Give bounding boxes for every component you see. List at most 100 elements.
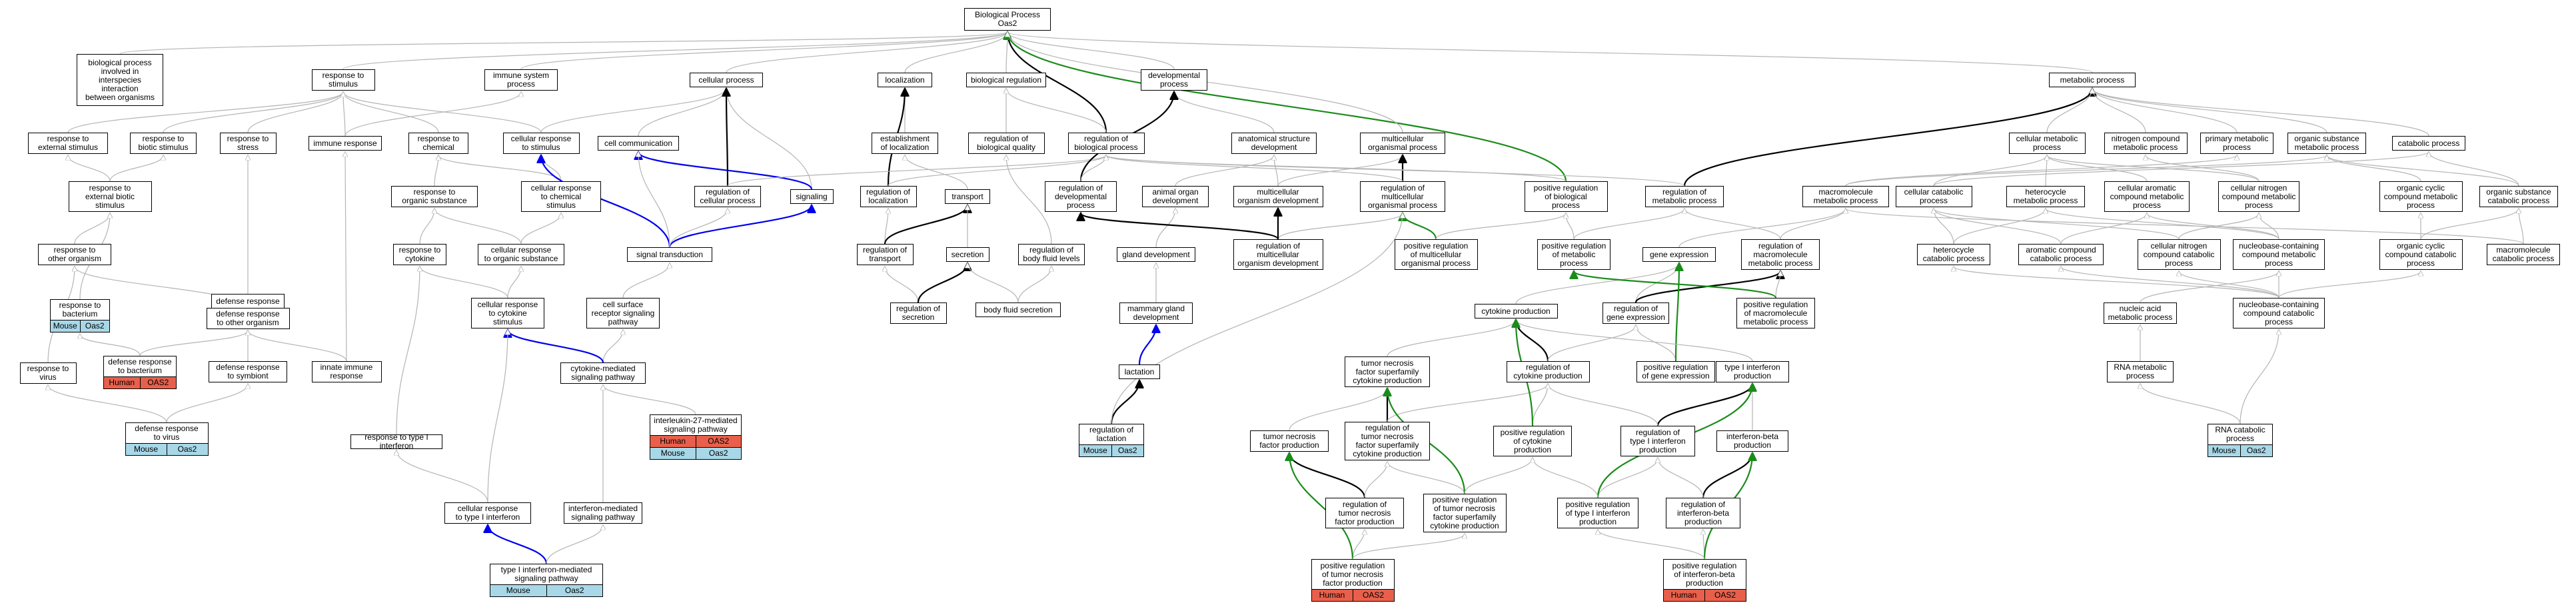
- go-term-t1ip[interactable]: type I interferon production: [1716, 361, 1789, 382]
- go-term-rtnfsf[interactable]: regulation of tumor necrosis factor supe…: [1345, 422, 1430, 460]
- go-term-ifnbp[interactable]: interferon-beta production: [1716, 430, 1788, 452]
- go-term-gd[interactable]: gland development: [1117, 247, 1195, 262]
- go-term-drs[interactable]: defense response to symbiont: [209, 361, 287, 382]
- go-term-ncccp[interactable]: nucleobase-containing compound catabolic…: [2233, 298, 2325, 328]
- go-term-prifnb[interactable]: positive regulation of interferon-beta p…: [1662, 559, 1746, 590]
- go-term-rstr[interactable]: response to stress: [219, 133, 277, 154]
- go-term-osmp[interactable]: organic substance metabolic process: [2287, 133, 2366, 154]
- go-term-rt1ip[interactable]: regulation of type I interferon producti…: [1620, 426, 1695, 456]
- go-term-rtr[interactable]: regulation of transport: [856, 244, 914, 265]
- go-term-rmod[interactable]: regulation of multicellular organism dev…: [1233, 239, 1323, 270]
- go-term-prbp[interactable]: positive regulation of biological proces…: [1524, 181, 1608, 212]
- go-term-dev[interactable]: developmental process: [1141, 69, 1207, 91]
- go-term-prcytp[interactable]: positive regulation of cytokine producti…: [1493, 426, 1572, 456]
- go-term-met[interactable]: metabolic process: [2049, 73, 2136, 87]
- go-term-rbq[interactable]: regulation of biological quality: [967, 133, 1045, 154]
- go-term-estl[interactable]: establishment of localization: [872, 133, 938, 154]
- go-term-isp[interactable]: immune system process: [484, 69, 558, 91]
- go-term-asd[interactable]: anatomical structure development: [1231, 133, 1317, 154]
- go-term-st[interactable]: signal transduction: [627, 247, 712, 262]
- go-term-prtnfp[interactable]: positive regulation of tumor necrosis fa…: [1311, 559, 1395, 590]
- go-term-occmp[interactable]: organic cyclic compound metabolic proces…: [2379, 181, 2463, 212]
- go-term-camp[interactable]: cellular aromatic compound metabolic pro…: [2104, 181, 2190, 212]
- go-term-bfs[interactable]: body fluid secretion: [975, 303, 1061, 317]
- go-term-il27[interactable]: interleukin-27-mediated signaling pathwa…: [650, 414, 742, 436]
- go-term-rmp[interactable]: regulation of metabolic process: [1645, 186, 1724, 207]
- go-term-dr[interactable]: defense response: [211, 294, 285, 308]
- go-term-rsec[interactable]: regulation of secretion: [890, 303, 947, 324]
- go-term-sig[interactable]: signaling: [790, 189, 834, 204]
- go-term-prmop[interactable]: positive regulation of multicellular org…: [1394, 239, 1478, 270]
- go-term-trans[interactable]: transport: [945, 189, 990, 204]
- go-term-bpinv[interactable]: biological process involved in interspec…: [77, 54, 163, 106]
- go-term-ge[interactable]: gene expression: [1642, 247, 1716, 262]
- go-term-cp[interactable]: cellular process: [690, 73, 763, 87]
- go-term-rnamp[interactable]: RNA metabolic process: [2107, 361, 2174, 382]
- go-term-rcytp[interactable]: regulation of cytokine production: [1506, 361, 1590, 382]
- go-term-rnacp[interactable]: RNA catabolic process: [2208, 424, 2273, 445]
- go-term-hcp[interactable]: heterocycle catabolic process: [1917, 244, 1990, 265]
- go-term-mmp[interactable]: macromolecule metabolic process: [1802, 186, 1889, 207]
- go-term-imr[interactable]: immune response: [309, 136, 382, 151]
- go-term-mop[interactable]: multicellular organismal process: [1360, 133, 1445, 154]
- go-term-rtv[interactable]: response to virus: [19, 362, 77, 384]
- go-term-aod[interactable]: animal organ development: [1142, 186, 1209, 207]
- go-term-rcp[interactable]: regulation of cellular process: [694, 186, 761, 207]
- go-term-breg[interactable]: biological regulation: [966, 73, 1046, 87]
- go-term-rmmp[interactable]: regulation of macromolecule metabolic pr…: [1741, 239, 1820, 270]
- go-term-prmmp[interactable]: positive regulation of macromolecule met…: [1736, 298, 1815, 328]
- go-term-ccom[interactable]: cell communication: [598, 136, 679, 151]
- go-term-prmp[interactable]: positive regulation of metabolic process: [1537, 239, 1610, 270]
- go-term-rebs[interactable]: response to external biotic stimulus: [68, 181, 152, 212]
- go-term-tnfsf[interactable]: tumor necrosis factor superfamily cytoki…: [1345, 356, 1430, 387]
- go-term-rext[interactable]: response to external stimulus: [28, 133, 108, 154]
- go-term-rmop[interactable]: regulation of multicellular organismal p…: [1360, 181, 1445, 212]
- go-term-rifnb[interactable]: regulation of interferon-beta production: [1666, 498, 1740, 528]
- go-term-rcyt[interactable]: response to cytokine: [393, 244, 446, 265]
- go-term-lact[interactable]: lactation: [1119, 364, 1160, 379]
- go-term-rts[interactable]: response to stimulus: [311, 69, 375, 91]
- go-term-loc[interactable]: localization: [878, 73, 932, 87]
- go-term-ccp[interactable]: cellular catabolic process: [1895, 186, 1972, 207]
- go-term-crs[interactable]: cellular response to stimulus: [502, 133, 580, 154]
- go-term-rtoo[interactable]: response to other organism: [38, 244, 111, 265]
- go-term-cmsp[interactable]: cytokine-mediated signaling pathway: [560, 362, 646, 384]
- go-term-csrsp[interactable]: cell surface receptor signaling pathway: [586, 298, 660, 328]
- go-term-t1imsp[interactable]: type I interferon-mediated signaling pat…: [490, 564, 603, 585]
- go-term-mcp[interactable]: macromolecule catabolic process: [2487, 244, 2560, 265]
- go-term-oscp[interactable]: organic substance catabolic process: [2479, 186, 2558, 207]
- go-term-rlact[interactable]: regulation of lactation: [1079, 424, 1144, 445]
- go-term-imsp[interactable]: interferon-mediated signaling pathway: [564, 502, 642, 524]
- go-term-crt1i[interactable]: cellular response to type I interferon: [444, 502, 531, 524]
- go-term-prge[interactable]: positive regulation of gene expression: [1636, 361, 1715, 382]
- go-term-droo[interactable]: defense response to other organism: [206, 308, 290, 329]
- go-term-drv[interactable]: defense response to virus: [125, 422, 209, 444]
- go-term-rtnfp[interactable]: regulation of tumor necrosis factor prod…: [1325, 498, 1404, 528]
- go-term-rbio[interactable]: response to biotic stimulus: [130, 133, 197, 154]
- go-term-iir[interactable]: innate immune response: [311, 361, 382, 382]
- go-term-pmp[interactable]: primary metabolic process: [2200, 133, 2273, 154]
- go-term-mod[interactable]: multicellular organism development: [1233, 186, 1323, 207]
- go-term-rchem[interactable]: response to chemical: [408, 133, 468, 154]
- go-term-drb[interactable]: defense response to bacterium: [103, 356, 177, 377]
- go-term-rt1i[interactable]: response to type I interferon: [350, 433, 442, 450]
- go-term-cncmp[interactable]: cellular nitrogen compound metabolic pro…: [2218, 181, 2299, 212]
- go-term-rbfl[interactable]: regulation of body fluid levels: [1018, 244, 1085, 265]
- go-term-bp[interactable]: Biological Process Oas2: [964, 8, 1051, 31]
- go-term-hmp[interactable]: heterocycle metabolic process: [2006, 186, 2085, 207]
- go-term-cros[interactable]: cellular response to organic substance: [478, 244, 564, 265]
- go-term-nccmp[interactable]: nucleobase-containing compound metabolic…: [2233, 239, 2325, 270]
- go-term-rdp[interactable]: regulation of developmental process: [1045, 181, 1117, 212]
- go-term-crchem[interactable]: cellular response to chemical stimulus: [521, 181, 601, 212]
- go-term-cnccp[interactable]: cellular nitrogen compound catabolic pro…: [2137, 239, 2221, 270]
- go-term-crc[interactable]: cellular response to cytokine stimulus: [471, 298, 544, 328]
- go-term-acmp[interactable]: aromatic compound catabolic process: [2018, 244, 2104, 265]
- go-term-catp[interactable]: catabolic process: [2392, 136, 2465, 151]
- go-term-rtb[interactable]: response to bacterium: [50, 299, 110, 320]
- go-term-mgd[interactable]: mammary gland development: [1119, 303, 1193, 324]
- go-term-sec[interactable]: secretion: [946, 247, 989, 262]
- go-term-rge[interactable]: regulation of gene expression: [1603, 303, 1669, 324]
- go-term-ncmp[interactable]: nitrogen compound metabolic process: [2104, 133, 2188, 154]
- go-term-ros[interactable]: response to organic substance: [391, 186, 478, 207]
- go-term-prtnfsf[interactable]: positive regulation of tumor necrosis fa…: [1423, 494, 1507, 532]
